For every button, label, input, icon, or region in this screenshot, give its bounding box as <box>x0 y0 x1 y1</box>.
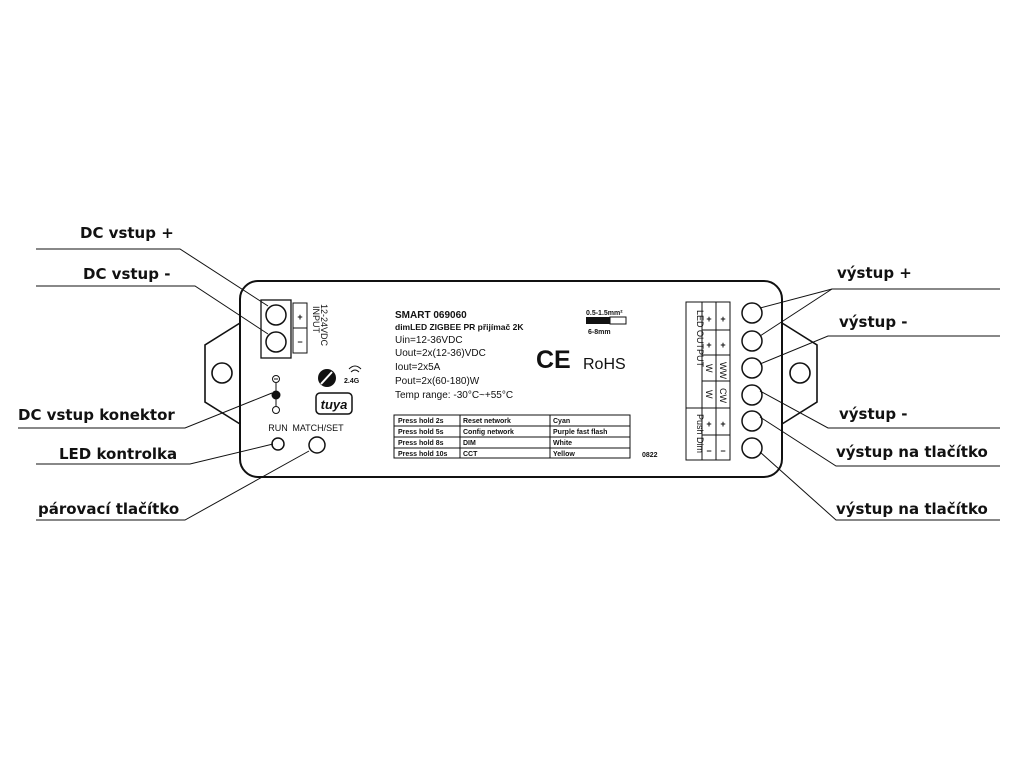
table-cell: White <box>553 440 572 447</box>
table-cell: Reset network <box>463 418 511 425</box>
run-label: RUN <box>268 423 288 433</box>
mounting-ear-right <box>781 322 818 425</box>
leader-out-plus-b <box>759 288 833 337</box>
label-pairing-button: párovací tlačítko <box>38 500 179 518</box>
label-out-button-2: výstup na tlačítko <box>836 500 988 518</box>
table-cell: Press hold 10s <box>398 451 448 458</box>
term-plus: + <box>720 419 725 429</box>
output-terminal-block <box>685 301 731 461</box>
left-leader-lines <box>18 248 310 521</box>
device-body <box>239 280 783 478</box>
brand-logo: 2.4G tuya <box>315 365 362 415</box>
col-w2: W <box>704 390 714 399</box>
spec-uin: Uin=12-36VDC <box>395 335 463 346</box>
table-cell: Press hold 2s <box>398 418 444 425</box>
leader-out-button-2 <box>759 451 1000 521</box>
spec-block: SMART 069060 dimLED ZIGBEE PR přijímač 2… <box>395 310 524 401</box>
term-minus: − <box>720 446 725 456</box>
term-minus: − <box>706 446 711 456</box>
date-code: 0822 <box>642 452 658 459</box>
leader-pairing-button <box>36 450 310 521</box>
function-table <box>393 414 631 459</box>
input-label: INPUT <box>311 306 321 334</box>
term-plus: + <box>706 314 711 324</box>
table-cell: Yellow <box>553 451 575 458</box>
output-screw-5 <box>741 410 763 432</box>
label-out-button-1: výstup na tlačítko <box>836 443 988 461</box>
leader-out-plus-a <box>759 288 1000 309</box>
push-dim-title: Push Dim <box>695 414 705 453</box>
term-plus: + <box>706 419 711 429</box>
output-screw-2 <box>741 330 763 352</box>
col-w1: W <box>704 364 714 373</box>
label-dc-minus: DC vstup - <box>83 265 170 283</box>
dc-connector-symbol <box>271 375 281 414</box>
leader-led-indicator <box>36 443 274 465</box>
input-screw-plus <box>265 304 287 326</box>
output-title: LED OUTPUT <box>695 310 705 368</box>
table-cell: Cyan <box>553 418 570 425</box>
input-plus-sign: + <box>297 312 302 322</box>
spec-pout: Pout=2x(60-180)W <box>395 376 480 387</box>
col-cw: CW <box>718 388 728 403</box>
label-out-plus: výstup + <box>837 264 912 282</box>
rohs-mark: RoHS <box>583 356 626 373</box>
tuya-logo: tuya <box>321 397 348 412</box>
output-screw-4 <box>741 384 763 406</box>
spec-iout: Iout=2x5A <box>395 362 441 373</box>
strip-length: 6-8mm <box>588 329 611 336</box>
term-plus: + <box>720 314 725 324</box>
match-set-button[interactable] <box>308 436 326 454</box>
leader-dc-plus <box>36 248 269 307</box>
input-voltage: 12-24VDC <box>319 304 329 347</box>
output-terminal-labels: LED OUTPUT Push Dim + + + + W WW W CW + … <box>695 310 728 456</box>
output-screw-6 <box>741 437 763 459</box>
table-cell: Purple fast flash <box>553 429 607 436</box>
leader-dc-minus <box>36 285 269 335</box>
spec-uout: Uout=2x(12-36)VDC <box>395 348 486 359</box>
table-cell: Config network <box>463 429 514 436</box>
leader-out-minus-1 <box>759 335 1000 365</box>
wire-strip-icon: 0.5-1.5mm² 6-8mm <box>586 310 627 336</box>
model-description: dimLED ZIGBEE PR přijímač 2K <box>395 322 524 332</box>
wifi-icon <box>348 365 362 373</box>
table-cell: Press hold 5s <box>398 429 444 436</box>
right-leader-lines <box>759 288 1000 521</box>
spec-temp: Temp range: -30°C~+55°C <box>395 390 513 401</box>
input-minus-sign: − <box>297 337 302 347</box>
leader-out-button-1 <box>759 416 1000 467</box>
ce-mark: CE <box>536 346 571 374</box>
label-led-indicator: LED kontrolka <box>59 445 177 463</box>
match-label: MATCH/SET <box>292 423 344 433</box>
label-dc-plus: DC vstup + <box>80 224 174 242</box>
mounting-ear-left <box>204 322 241 425</box>
label-out-minus-2: výstup - <box>839 405 908 423</box>
wire-size: 0.5-1.5mm² <box>586 310 623 317</box>
output-screw-1 <box>741 302 763 324</box>
term-plus: + <box>706 340 711 350</box>
table-cell: Press hold 8s <box>398 440 444 447</box>
output-screws <box>741 302 763 459</box>
leader-dc-connector <box>18 392 273 429</box>
model-number: SMART 069060 <box>395 310 467 321</box>
wifi-band: 2.4G <box>344 378 360 385</box>
input-screw-minus <box>265 331 287 353</box>
output-screw-3 <box>741 357 763 379</box>
col-ww: WW <box>718 362 728 379</box>
term-plus: + <box>720 340 725 350</box>
label-dc-connector: DC vstup konektor <box>18 406 175 424</box>
label-out-minus-1: výstup - <box>839 313 908 331</box>
function-table-text: Press hold 2s Reset network Cyan Press h… <box>398 418 607 458</box>
table-cell: DIM <box>463 440 476 447</box>
table-cell: CCT <box>463 451 478 458</box>
leader-out-minus-2 <box>759 390 1000 429</box>
